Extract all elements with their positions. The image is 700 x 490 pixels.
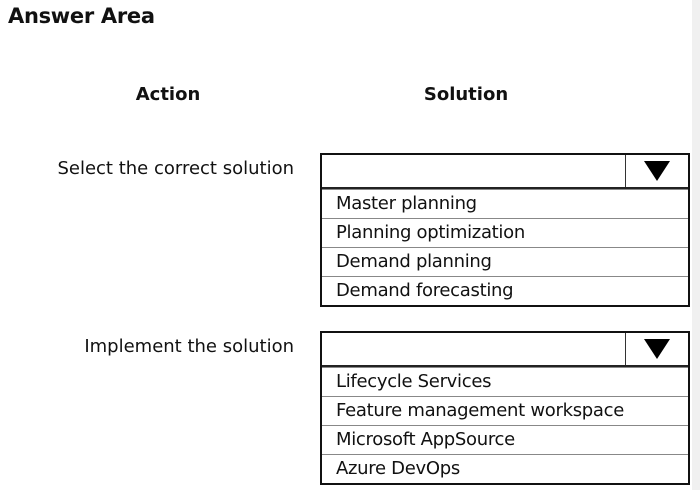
dropdown-1-toggle[interactable] (625, 155, 688, 187)
action-column-header: Action (135, 84, 201, 105)
dropdown-2-option[interactable]: Lifecycle Services (322, 367, 688, 396)
dropdown-2-selected[interactable] (322, 333, 688, 367)
dropdown-1-option[interactable]: Demand planning (322, 247, 688, 276)
dropdown-1-option[interactable]: Planning optimization (322, 218, 688, 247)
solution-dropdown-1[interactable]: Master planning Planning optimization De… (320, 153, 690, 307)
answer-area-title: Answer Area (8, 4, 155, 28)
solution-dropdown-2[interactable]: Lifecycle Services Feature management wo… (320, 331, 690, 485)
dropdown-1-option[interactable]: Master planning (322, 189, 688, 218)
dropdown-1-selected[interactable] (322, 155, 688, 189)
dropdown-1-option[interactable]: Demand forecasting (322, 276, 688, 305)
solution-column-header: Solution (423, 84, 509, 105)
page-edge (692, 0, 700, 490)
dropdown-2-toggle[interactable] (625, 333, 688, 365)
action-label-2: Implement the solution (84, 336, 294, 357)
chevron-down-icon (644, 339, 670, 359)
action-label-1: Select the correct solution (57, 158, 294, 179)
dropdown-2-option[interactable]: Microsoft AppSource (322, 425, 688, 454)
dropdown-2-option[interactable]: Feature management workspace (322, 396, 688, 425)
dropdown-2-option[interactable]: Azure DevOps (322, 454, 688, 483)
chevron-down-icon (644, 161, 670, 181)
